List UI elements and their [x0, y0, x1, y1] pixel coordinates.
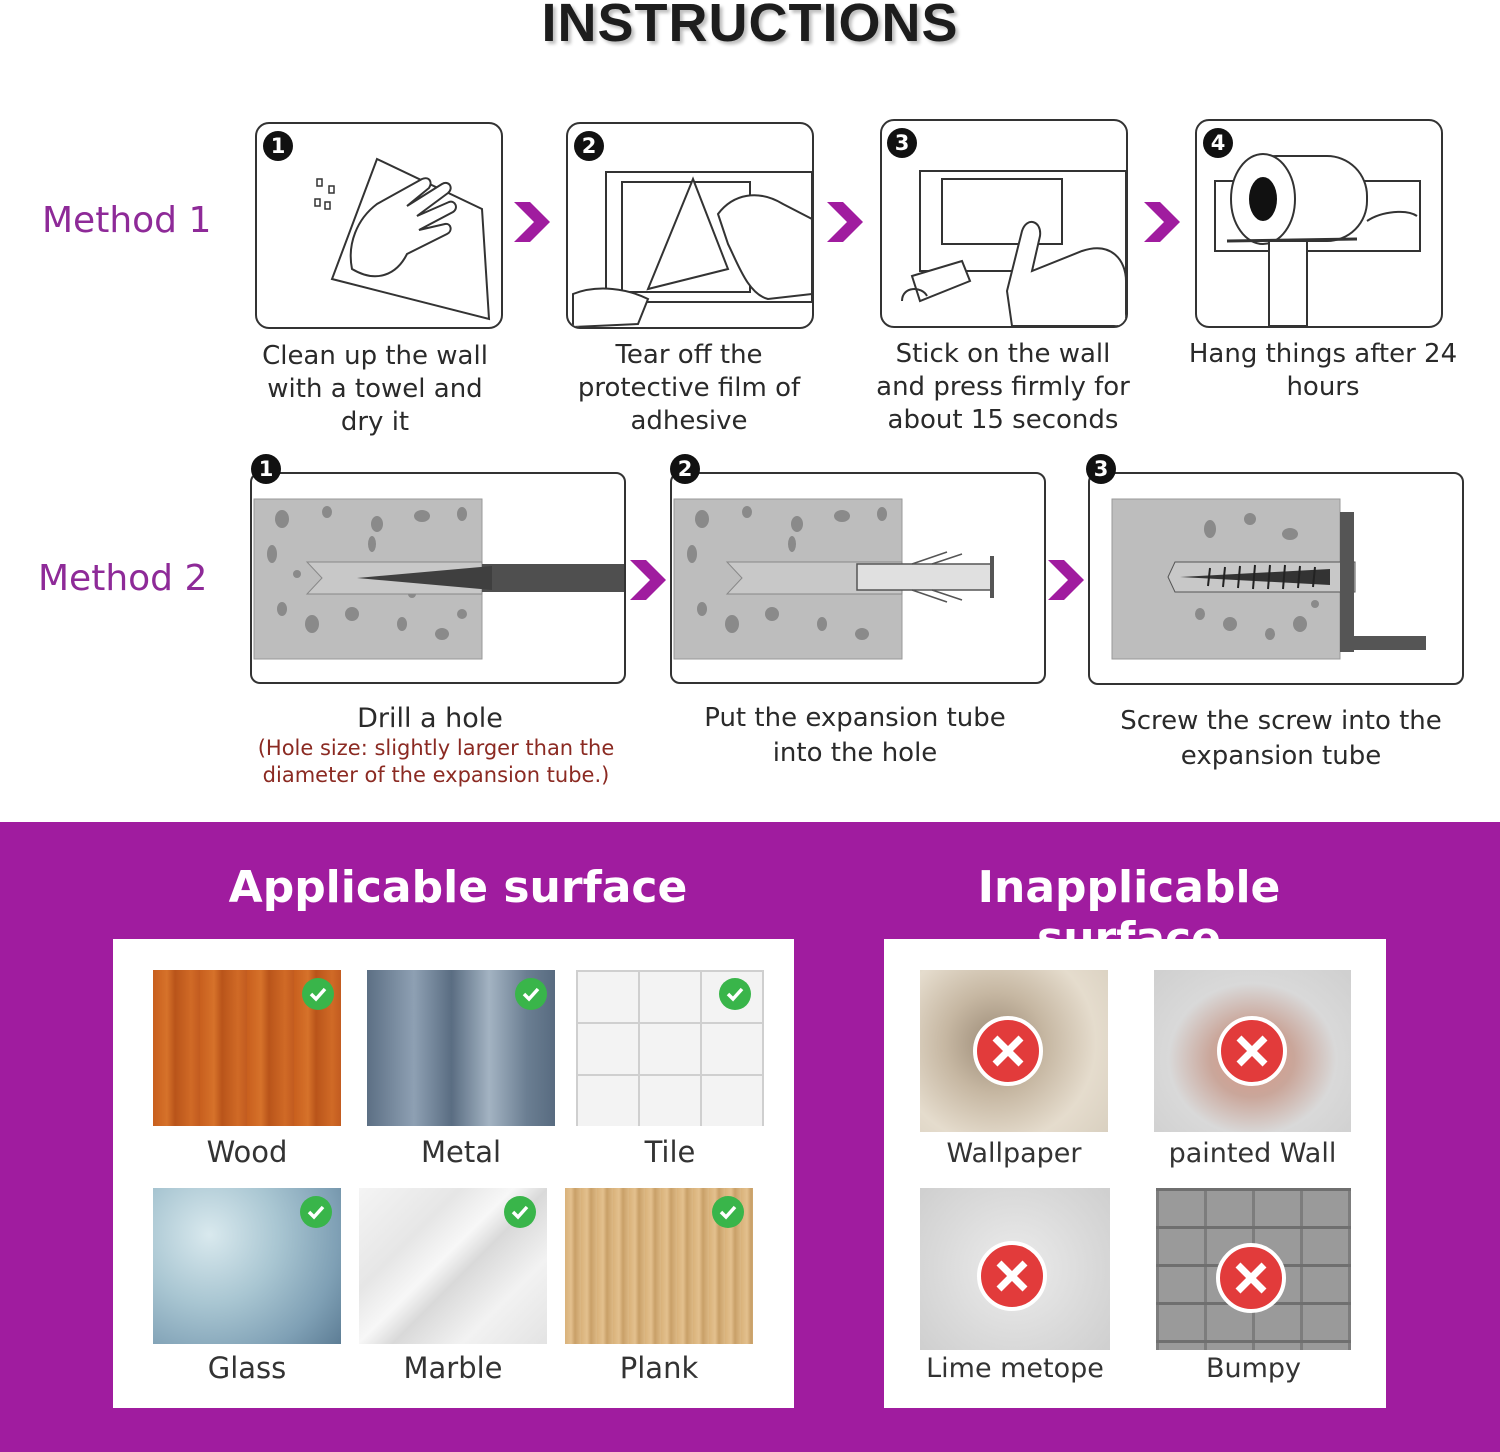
note-line: diameter of the expansion tube.) [262, 763, 610, 787]
screw-icon [1111, 498, 1426, 660]
press-hook-icon [901, 170, 1126, 326]
surface-section: Applicable surface Inapplicable surface … [0, 822, 1500, 1452]
cross-icon [1217, 1016, 1287, 1086]
surface-label: Lime metope [926, 1353, 1104, 1384]
surface-label: Plank [619, 1351, 699, 1385]
method2-step3-caption: Screw the screw into the expansion tube [1100, 704, 1462, 774]
checkmark-icon [300, 1196, 332, 1228]
checkmark-icon [712, 1196, 744, 1228]
method2-step1-card [250, 472, 626, 684]
surface-bumpy: Bumpy [1156, 1188, 1351, 1384]
inapplicable-panel: Wallpaper painted Wall Lime metope Bumpy [884, 939, 1386, 1408]
caption-line: dry it [340, 407, 410, 437]
surface-label: Wallpaper [946, 1138, 1082, 1169]
method-1-label: Method 1 [42, 200, 212, 241]
method-2-label: Method 2 [38, 558, 208, 599]
method1-step2-card [566, 122, 814, 329]
method1-step4-card [1195, 119, 1443, 328]
arrow-right-icon [827, 202, 863, 242]
method2-step2-card [670, 472, 1046, 684]
drill-bit-icon [253, 498, 624, 660]
peel-film-icon [572, 171, 812, 327]
hair-dryer-icon [1214, 153, 1421, 326]
arrow-right-icon [1048, 560, 1084, 600]
surface-label: Bumpy [1205, 1353, 1302, 1384]
method1-step1-card [255, 122, 503, 329]
method1-step3-card [880, 119, 1128, 328]
surface-marble: Marble [359, 1188, 547, 1385]
surface-painted-wall: painted Wall [1154, 970, 1351, 1169]
checkmark-icon [504, 1196, 536, 1228]
surface-lime-metope: Lime metope [920, 1188, 1110, 1384]
caption-line: Clean up the wall [262, 341, 488, 371]
surface-label: Metal [420, 1135, 502, 1169]
method2-step3-card [1088, 472, 1464, 685]
surface-label: Glass [207, 1351, 287, 1385]
towel-wipe-icon [314, 157, 491, 321]
cross-icon [977, 1241, 1047, 1311]
method2-step1-note: (Hole size: slightly larger than the dia… [230, 735, 642, 789]
surface-wallpaper: Wallpaper [920, 970, 1108, 1169]
caption-line: Put the expansion tube [704, 703, 1006, 733]
caption-line: with a towel and [267, 374, 483, 404]
method1-step1-caption: Clean up the wall with a towel and dry i… [230, 340, 520, 439]
surface-label: Wood [206, 1135, 288, 1169]
arrow-right-icon [630, 560, 666, 600]
caption-line: Tear off the [615, 340, 763, 370]
surface-tile: Tile [576, 970, 764, 1169]
caption-line: expansion tube [1180, 741, 1382, 771]
applicable-panel: Wood Metal Tile Glass [113, 939, 794, 1408]
method1-step4-caption: Hang things after 24 hours [1175, 338, 1471, 404]
caption-line: into the hole [772, 738, 938, 768]
method1-step3-caption: Stick on the wall and press firmly for a… [856, 338, 1150, 437]
caption-line: about 15 seconds [887, 405, 1119, 435]
method1-step3-number: 3 [887, 128, 917, 158]
surface-label: Tile [644, 1135, 696, 1169]
caption-line: Hang things after 24 [1188, 339, 1458, 369]
caption-line: adhesive [630, 406, 748, 436]
method1-step4-number: 4 [1203, 128, 1233, 158]
method2-step2-number: 2 [670, 454, 700, 484]
note-line: (Hole size: slightly larger than the [257, 736, 615, 760]
surface-label: painted Wall [1168, 1138, 1337, 1169]
checkmark-icon [515, 978, 547, 1010]
cross-icon [973, 1016, 1043, 1086]
surface-metal: Metal [367, 970, 555, 1169]
expansion-tube-icon [673, 498, 994, 660]
checkmark-icon [302, 978, 334, 1010]
method2-step1-caption: Drill a hole [357, 703, 503, 734]
method2-step1-number: 1 [251, 454, 281, 484]
method2-step2-caption: Put the expansion tube into the hole [680, 701, 1030, 771]
page-title: INSTRUCTIONS [541, 0, 959, 53]
method2-step3-number: 3 [1086, 454, 1116, 484]
method1-step2-caption: Tear off the protective film of adhesive [544, 339, 834, 438]
arrow-right-icon [1144, 202, 1180, 242]
caption-line: Screw the screw into the [1120, 706, 1442, 736]
cross-icon [1216, 1243, 1286, 1313]
method1-step1-number: 1 [263, 131, 293, 161]
caption-line: hours [1286, 372, 1360, 402]
arrow-right-icon [514, 202, 550, 242]
method1-step2-number: 2 [574, 131, 604, 161]
caption-line: and press firmly for [876, 372, 1130, 402]
checkmark-icon [719, 978, 751, 1010]
applicable-heading: Applicable surface [228, 862, 688, 913]
surface-glass: Glass [153, 1188, 341, 1385]
caption-line: Stick on the wall [895, 339, 1111, 369]
surface-wood: Wood [153, 970, 341, 1169]
surface-label: Marble [403, 1351, 503, 1385]
surface-plank: Plank [565, 1188, 753, 1385]
caption-line: protective film of [577, 373, 801, 403]
